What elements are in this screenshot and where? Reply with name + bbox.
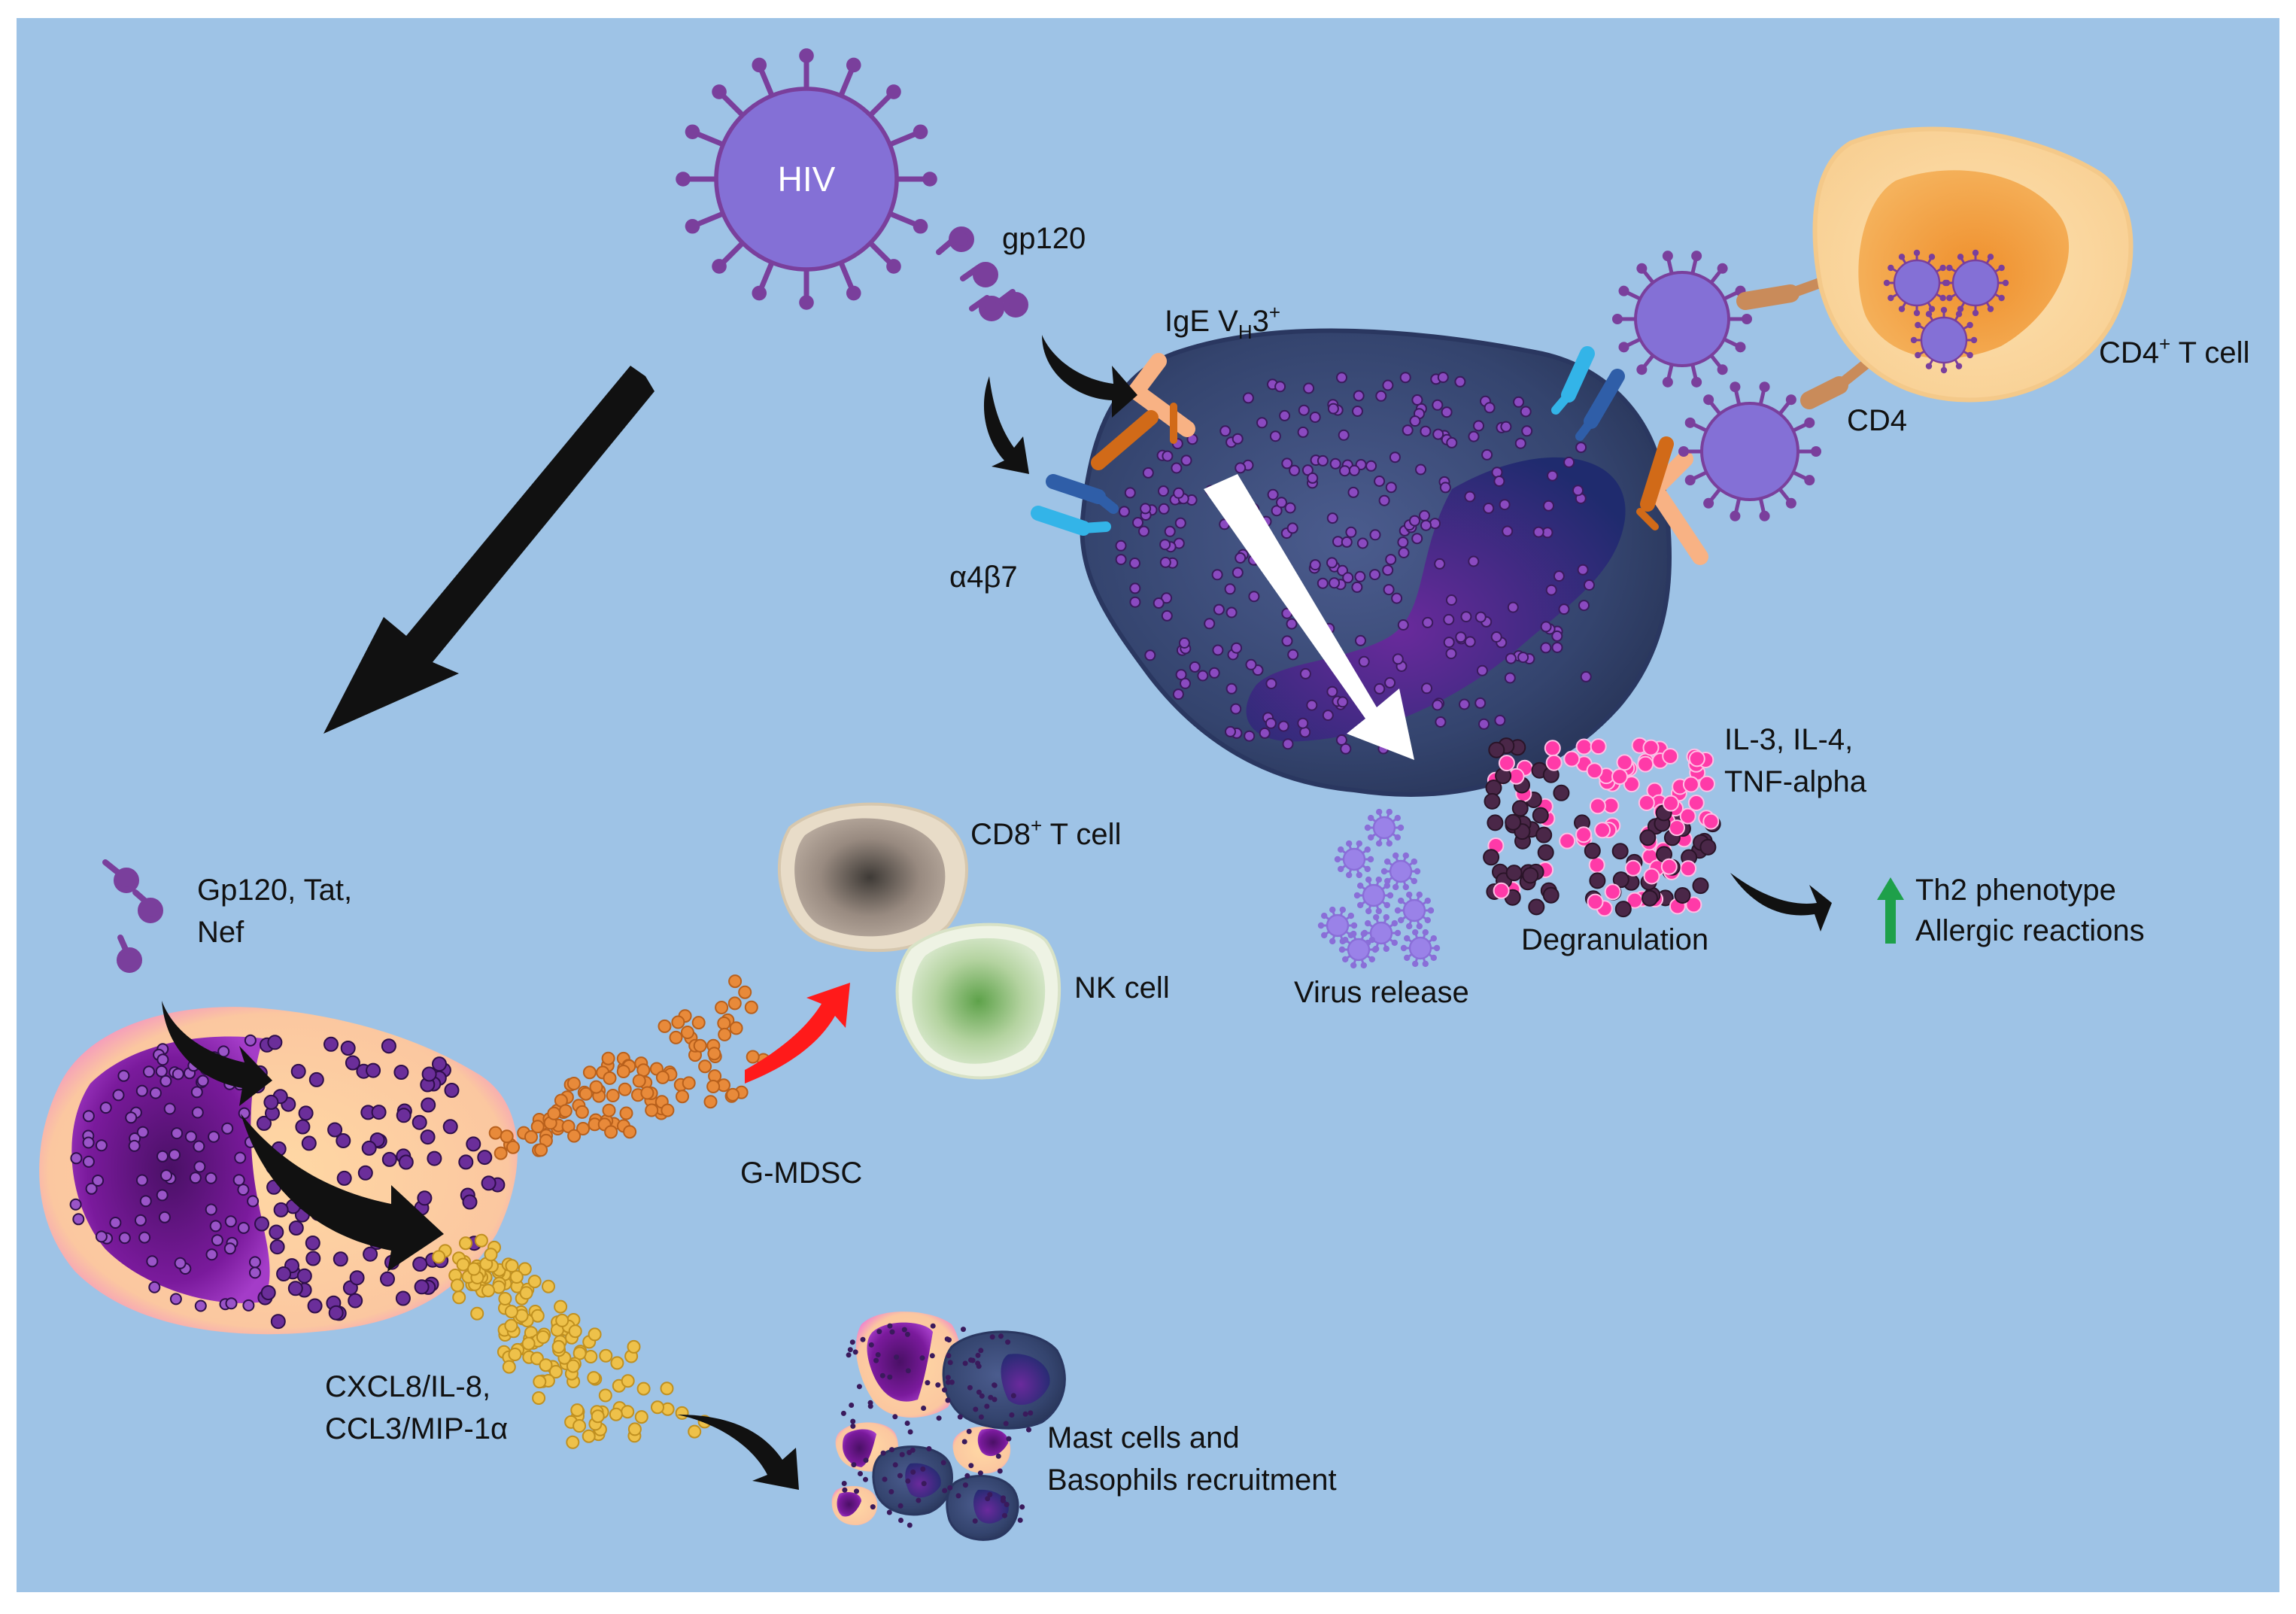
recruited-mast-cell — [855, 1312, 961, 1418]
gp120-tat-nef-label-line2: Nef — [197, 916, 244, 949]
chemokines-label-line1: CXCL8/IL-8, — [325, 1370, 490, 1403]
hiv-virion — [676, 48, 937, 310]
intracellular-hiv-virions — [1883, 249, 2009, 374]
allergic-label: Allergic reactions — [1915, 914, 2145, 947]
th2-label: Th2 phenotype — [1915, 874, 2116, 907]
g-mdsc-label: G-MDSC — [740, 1157, 862, 1190]
ige-vh3-label: IgE VH3+ — [1165, 301, 1280, 343]
bound-hiv-virion — [1678, 381, 1821, 521]
cd4-t-cell — [1812, 126, 2134, 403]
degranulation-label: Degranulation — [1521, 923, 1708, 956]
recruited-cells-cluster — [831, 1312, 1066, 1541]
chemokine-cloud — [432, 1233, 712, 1449]
recruitment-label-line2: Basophils recruitment — [1047, 1464, 1337, 1497]
a4b7-label: α4β7 — [949, 561, 1018, 594]
nk-cell-label: NK cell — [1074, 971, 1170, 1005]
black-arrow-to-recruitment — [677, 1415, 799, 1490]
green-up-arrow — [1877, 877, 1904, 944]
recruited-cell-granules — [840, 1323, 1034, 1528]
black-arrow-to-th2 — [1730, 873, 1832, 932]
g-mdsc-cloud — [488, 974, 770, 1160]
a4b7-integrin-right — [1551, 346, 1625, 441]
black-arrow-mast-entry — [162, 1001, 272, 1106]
gp120-fragments — [936, 226, 1028, 321]
cd8-t-cell-label: CD8+ T cell — [970, 814, 1121, 851]
recruited-basophil — [942, 1330, 1066, 1430]
recruited-mast-cell — [952, 1427, 1011, 1474]
large-black-arrow — [323, 366, 654, 734]
nk-cell — [895, 923, 1061, 1080]
cd8-t-cell-nucleus — [794, 818, 946, 937]
black-arrow-gp120-to-ige — [1042, 335, 1137, 418]
recruitment-label-line1: Mast cells and — [1047, 1421, 1240, 1454]
cd4-receptors — [1736, 275, 1871, 409]
cytokines-label-line1: IL-3, IL-4, — [1724, 723, 1853, 756]
chemokines-label-line2: CCL3/MIP-1α — [325, 1412, 508, 1445]
red-arrow-to-cd8-nk — [745, 983, 850, 1084]
black-arrow-gp120-to-integrin — [983, 376, 1029, 474]
black-arrow-mast-release — [241, 1114, 444, 1272]
gp120-label: gp120 — [1002, 222, 1086, 255]
cytokines-label-line2: TNF-alpha — [1724, 765, 1867, 798]
virus-release-label: Virus release — [1294, 976, 1469, 1009]
white-arrow-degranulation — [1204, 474, 1414, 760]
hiv-label: HIV — [778, 160, 836, 199]
cd4-t-cell-label: CD4+ T cell — [2099, 333, 2249, 369]
cytokine-cloud — [1483, 737, 1721, 918]
recruited-basophil — [946, 1475, 1019, 1541]
gp120-tat-nef-fragments — [102, 859, 163, 973]
ige-vh3-antibody-right — [1636, 436, 1708, 565]
bound-hiv-virion — [1612, 251, 1752, 388]
ige-vh3-antibody-left — [1091, 353, 1195, 470]
released-virions — [1317, 808, 1441, 969]
cd4-receptor-label: CD4 — [1847, 404, 1907, 437]
nk-cell-nucleus — [912, 938, 1046, 1064]
recruited-mast-cell — [831, 1485, 878, 1526]
gp120-tat-nef-label-line1: Gp120, Tat, — [197, 874, 352, 907]
cd8-t-cell — [778, 802, 968, 953]
a4b7-integrin-left — [1031, 474, 1119, 536]
